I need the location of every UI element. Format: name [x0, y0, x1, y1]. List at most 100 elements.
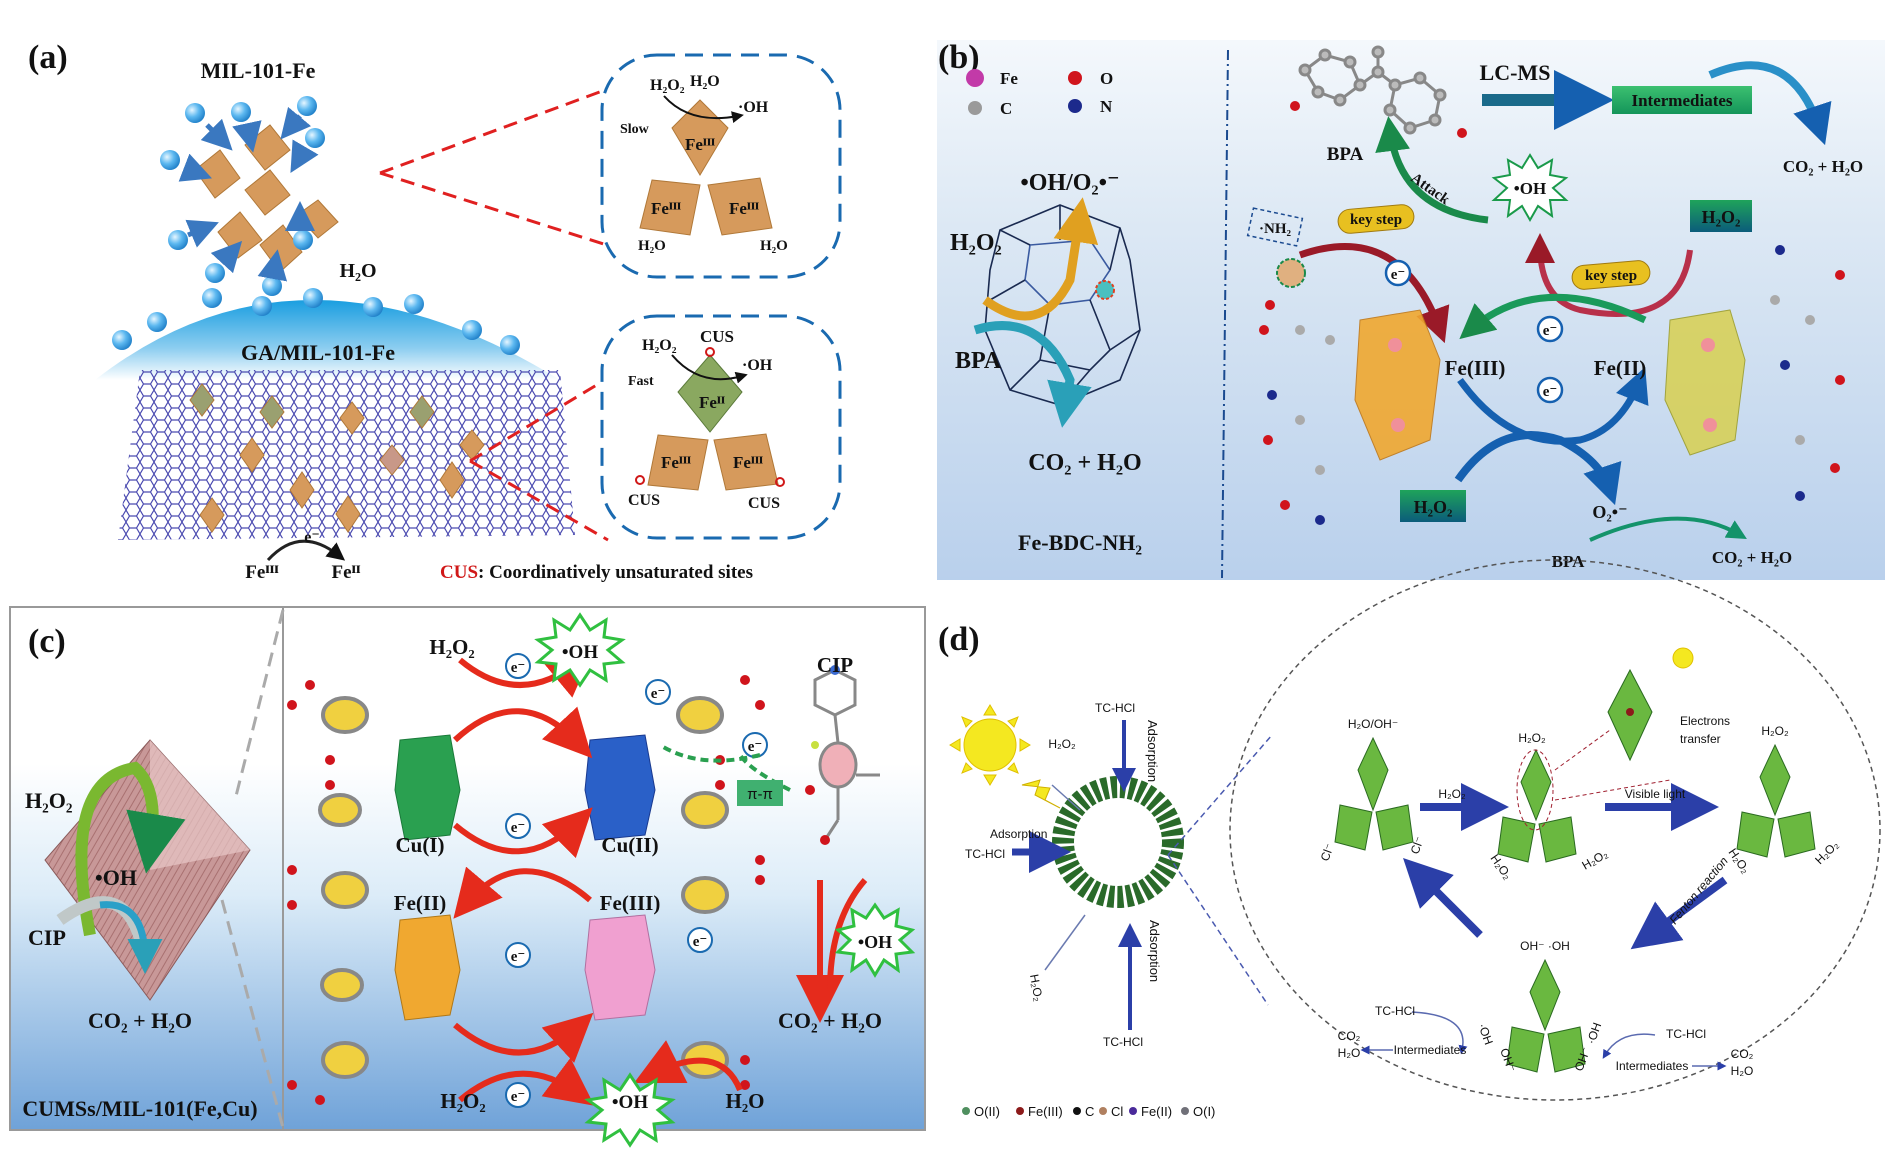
h2o2-bottom-box [1400, 490, 1466, 522]
fe3-cluster [584, 914, 656, 1021]
zoom-lines [379, 88, 611, 542]
water-bubbles-bottom [112, 288, 520, 355]
slow-oh: ·OH [738, 99, 769, 116]
electron-badges [1384, 259, 1564, 404]
legend-fe: Fe [1000, 69, 1018, 88]
zoomed-octahedron [1554, 668, 1671, 801]
panel-d: (d) TC-HCl H₂O₂ Adsorption Adsorption TC… [938, 559, 1881, 1119]
right-tchcl: TC-HCl [1666, 1027, 1706, 1041]
attack-arrow [1375, 116, 1489, 224]
zoom-line-bottom [220, 899, 285, 1129]
ga-mil101-fe-title: GA/MIL-101-Fe [241, 340, 395, 365]
legend-fe2: Fe(II) [1141, 1104, 1172, 1119]
fast-center-2: Feᴵᴵᴵ [661, 453, 691, 472]
right-tchcl-path [1602, 1033, 1656, 1059]
fe2-label: Feᴵᴵ [331, 562, 361, 583]
bottom-products-label: CO₂ + H₂O [1712, 548, 1792, 567]
right-oh-radical: ·OH [1584, 1021, 1605, 1046]
fe3-label: Feᴵᴵᴵ [245, 562, 279, 583]
superoxide-bpa-arrow [1589, 516, 1747, 542]
left-intermediates: Intermediates [1394, 1043, 1467, 1057]
water-label: H₂O [339, 260, 376, 282]
key-step-1: key step [1350, 212, 1402, 228]
cu2-label: Cu(II) [601, 833, 658, 857]
fast-inset: H₂O₂ CUS ·OH Fast Feᴵᴵ Feᴵᴵᴵ Feᴵᴵᴵ CUS C… [600, 314, 842, 540]
state1-left: Cl⁻ [1318, 842, 1337, 863]
panel-c-label: (c) [28, 623, 66, 660]
legend-o: O [1100, 69, 1113, 88]
left-tchcl-path [1411, 1011, 1468, 1055]
material-label: CUMSs/MIL-101(Fe,Cu) [22, 1096, 257, 1121]
oh-burst-side [834, 902, 916, 978]
state3-right: H₂O₂ [1812, 838, 1841, 867]
zoom-line-top [233, 609, 285, 801]
ga-octahedra [189, 383, 485, 533]
zoom-line-top [1167, 734, 1273, 856]
left-h2o: H₂O [1338, 1046, 1361, 1060]
fe3-to-fe2-arrow [1457, 367, 1649, 445]
d-h2o2-bottom: H₂O₂ [1027, 973, 1046, 1003]
e-badges [505, 653, 768, 1108]
h2o2-bottom-label: H₂O₂ [440, 1089, 485, 1113]
e-badge-6: e⁻ [693, 934, 708, 950]
electron-badge-3: e⁻ [1543, 384, 1558, 400]
fast-h2o2: H₂O₂ [642, 337, 677, 354]
slow-center-1: Feᴵᴵᴵ [685, 135, 715, 154]
left-co2: CO₂ [1338, 1029, 1361, 1043]
cip-molecule [805, 665, 880, 845]
h2o2-arrow [982, 197, 1099, 321]
oh-radical-label: •OH [1514, 179, 1546, 198]
d-tchcl-top: TC-HCl [1095, 701, 1135, 715]
fe2-cluster [1664, 309, 1746, 456]
bpa-arrow [973, 321, 1092, 428]
slow-h2o2: H₂O₂ [650, 77, 685, 94]
key-step-pill-1 [1337, 204, 1415, 234]
left-products: CO₂ + H₂O [1028, 450, 1141, 476]
water-bubbles-top [160, 96, 325, 296]
e-badge-5: e⁻ [511, 949, 526, 965]
cus-footnote: CUS: Coordinatively unsaturated sites [440, 562, 753, 583]
mil101-fe-title: MIL-101-Fe [201, 58, 316, 83]
e-badge-2: e⁻ [651, 686, 666, 702]
bpa-bottom-label: BPA [1552, 552, 1585, 571]
right-intermediates: Intermediates [1616, 1059, 1689, 1073]
slow-center-2: Feᴵᴵᴵ [651, 199, 681, 218]
lcms-label: LC-MS [1480, 60, 1551, 85]
state2-top: H₂O₂ [1518, 731, 1546, 745]
panel-d-label: (d) [938, 621, 980, 658]
intermediates-label: Intermediates [1631, 91, 1732, 110]
electron-label: e⁻ [304, 529, 320, 546]
key-step-2: key step [1585, 268, 1637, 284]
linker-atoms [1259, 245, 1845, 525]
right-products: CO₂ + H₂O [778, 1008, 882, 1033]
d-tchcl-bottom: TC-HCl [1103, 1035, 1143, 1049]
pi-pi-label: π-π [747, 786, 773, 803]
electron-badge-2: e⁻ [1543, 323, 1558, 339]
h2o2-top-box [1690, 200, 1752, 232]
fe2-label: Fe(II) [1594, 356, 1646, 380]
d-h2o2-top: H₂O₂ [1048, 737, 1076, 751]
fe3-cluster [1354, 309, 1441, 461]
legend-cl: Cl [1111, 1104, 1123, 1119]
zoom-line-bottom [1167, 854, 1269, 1006]
divider-line [1221, 49, 1229, 579]
legend-c: C [1085, 1104, 1094, 1119]
oh-bottom-label: •OH [612, 1092, 648, 1113]
d-adsorption-bottom: Adsorption [1147, 920, 1162, 982]
h2o2-to-superoxide-arrow [1454, 431, 1622, 506]
state1-right: Cl⁻ [1408, 835, 1427, 856]
legend-o2: O(II) [974, 1104, 1000, 1119]
slow-h2o-right: H₂O [760, 238, 788, 254]
slow-h2o-left: H₂O [638, 238, 666, 254]
cu1-label: Cu(I) [395, 833, 444, 857]
cus-abbr: CUS [440, 562, 478, 583]
bpa-top-label: BPA [1327, 144, 1364, 165]
ga-dome [95, 300, 560, 380]
electron-transfer-arrow [266, 539, 346, 562]
h2o-bottom-label: H₂O [726, 1089, 765, 1113]
fast-cus-top: CUS [700, 327, 734, 346]
e-badge-4: e⁻ [511, 820, 526, 836]
pi-pi-box [737, 780, 783, 806]
nh2-box [1246, 207, 1304, 247]
